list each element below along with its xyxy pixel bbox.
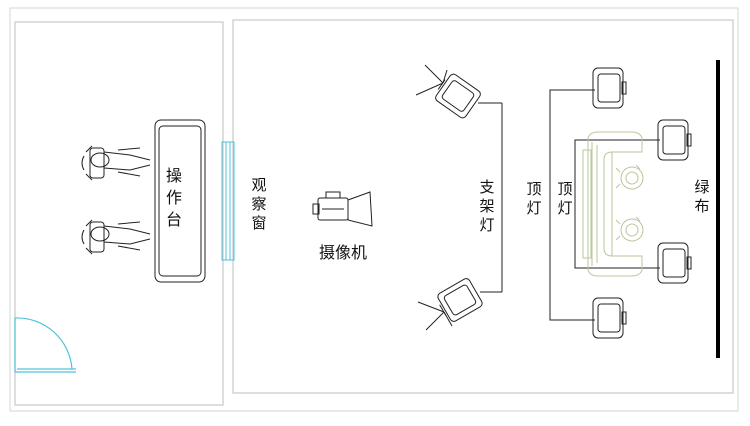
console-desk (154, 119, 206, 283)
camera (312, 191, 373, 227)
stand-light-label: 支 架 灯 (479, 178, 495, 234)
operator-top (81, 145, 151, 181)
outer-boundary (9, 7, 739, 412)
top-light-label-2: 顶 灯 (557, 180, 573, 217)
console-label: 操 作 台 (165, 166, 182, 229)
stand-light-top (415, 64, 502, 119)
operator-bottom (81, 219, 151, 255)
camera-label: 摄像机 (318, 243, 367, 262)
green-screen-label: 绿 布 (694, 178, 710, 215)
top-light-cables (549, 89, 660, 321)
top-light-label-1: 顶 灯 (526, 180, 542, 217)
observation-window (221, 141, 235, 261)
sofa-set (582, 131, 644, 277)
green-screen-bar (716, 60, 720, 358)
door (14, 317, 76, 373)
top-light-fixtures (592, 67, 692, 339)
stand-light-bottom (417, 278, 502, 331)
studio-room-wall (232, 19, 734, 394)
observation-window-label: 观 察 窗 (251, 176, 267, 232)
control-room-wall (14, 21, 224, 406)
